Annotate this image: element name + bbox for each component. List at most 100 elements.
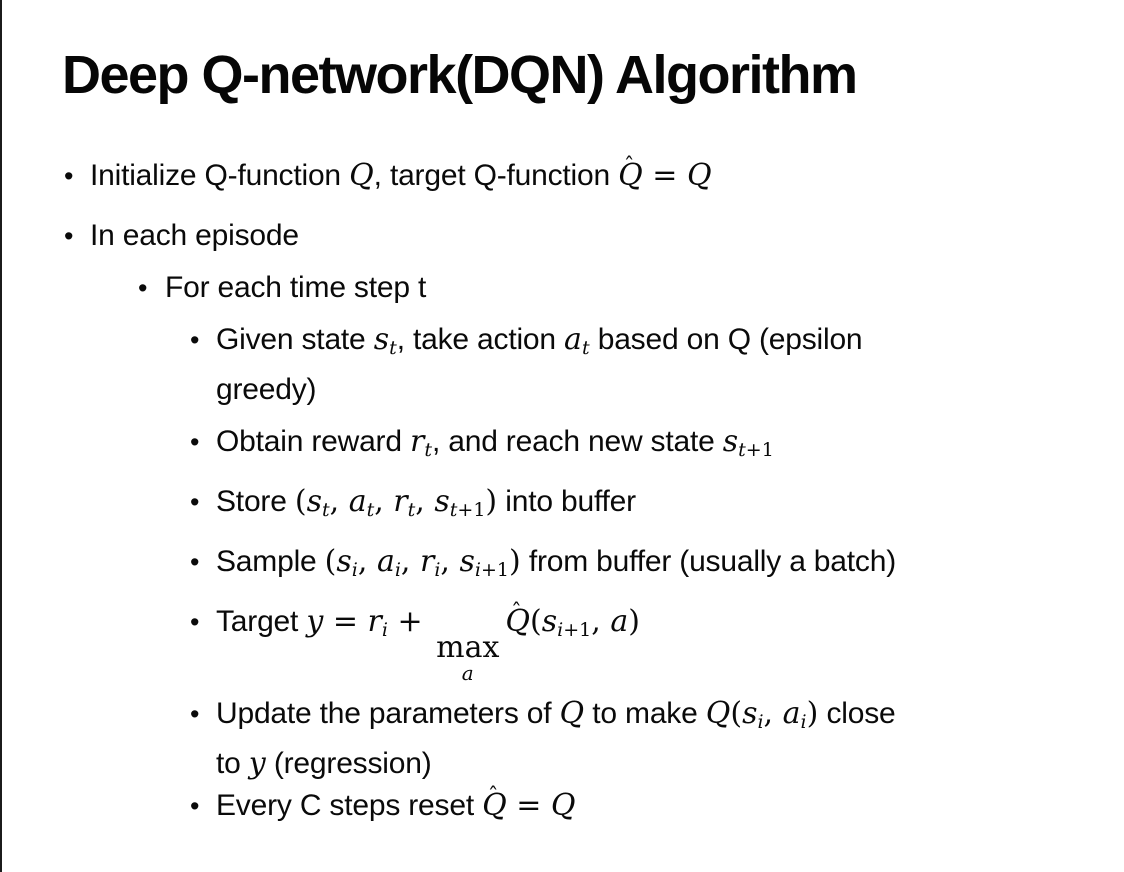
math-segment: t [581, 337, 590, 359]
math-segment: ) [508, 544, 521, 579]
bullet-line: to y (regression) [216, 743, 1124, 785]
bullet-item: •Given state st, take action at based on… [0, 319, 1124, 411]
math-segment: s [373, 322, 390, 357]
math-letter: Q [505, 604, 531, 639]
math-segment: ) [806, 696, 819, 731]
math-segment: + [387, 604, 433, 639]
text-segment: For each time step t [165, 271, 427, 304]
bullet-line: •Given state st, take action at based on… [190, 319, 1124, 369]
bullet-marker-icon: • [190, 607, 200, 637]
math-segment: , [591, 604, 611, 639]
math-segment: , [329, 484, 349, 519]
math-segment: r [409, 424, 425, 459]
max-operator-label: max [436, 630, 500, 665]
bullet-item: •Obtain reward rt, and reach new state s… [0, 421, 1124, 471]
bullet-line: •Obtain reward rt, and reach new state s… [190, 421, 1124, 471]
bullet-marker-icon: • [190, 547, 200, 577]
bullet-line: •Sample (si, ai, ri, si+1) from buffer (… [190, 541, 1124, 591]
text-segment: In each episode [90, 219, 299, 252]
bullet-item: • In each episode [0, 215, 1124, 257]
text-segment: Initialize Q-function [90, 159, 350, 192]
math-segment: s [336, 544, 352, 579]
bullet-line: • For each time step t [138, 267, 1124, 309]
math-segment: i [394, 559, 401, 581]
text-segment: (regression) [265, 747, 432, 780]
math-segment: s [742, 696, 758, 731]
bullet-line: •Update the parameters of Q to make Q(si… [190, 693, 1124, 743]
math-segment: s [434, 484, 450, 519]
math-segment: t [407, 499, 416, 521]
math-segment: i [351, 559, 358, 581]
math-segment: t [321, 499, 330, 521]
math-segment: s [459, 544, 475, 579]
math-segment: r [393, 484, 408, 519]
math-segment: i [381, 619, 388, 641]
bullet-marker-icon: • [190, 487, 200, 517]
text-segment: , target Q-function [373, 159, 619, 192]
bullet-line: • In each episode [64, 215, 1124, 257]
math-letter: Q [618, 158, 643, 193]
math-segment: t [738, 439, 746, 461]
math-segment: a [782, 696, 801, 731]
bullet-item: • For each time step t [0, 267, 1124, 309]
bullet-list: •Initialize Q-function Q, target Q-funct… [0, 153, 1124, 827]
text-segment: Update the parameters of [216, 697, 560, 730]
text-segment: close [818, 697, 896, 730]
math-segment: a [610, 604, 629, 639]
bullet-marker-icon: • [64, 221, 74, 251]
math-segment: ( [530, 604, 542, 639]
text-segment: based on Q (epsilon [589, 323, 863, 356]
text-segment: Store [216, 485, 295, 518]
math-segment: +1 [480, 559, 509, 581]
math-segment: s [541, 604, 558, 639]
bullet-marker-icon: • [190, 791, 200, 821]
math-segment: r [367, 604, 382, 639]
math-segment: a [564, 322, 582, 357]
math-segment: ) [485, 484, 498, 519]
text-segment: Every C steps reset [216, 789, 483, 822]
text-segment: to [216, 747, 249, 780]
math-segment: a [376, 544, 395, 579]
bullet-marker-icon: • [190, 427, 200, 457]
text-segment: , and reach new state [431, 425, 723, 458]
bullet-marker-icon: • [64, 161, 74, 191]
math-segment: t [449, 499, 458, 521]
math-segment: i [474, 559, 481, 581]
math-segment: , [440, 544, 460, 579]
math-segment: Q [550, 788, 576, 823]
slide-title: Deep Q-network(DQN) Algorithm [62, 45, 858, 105]
text-segment: from buffer (usually a batch) [520, 545, 896, 578]
bullet-item: • Initialize Q-function Q, target Q-funct… [0, 153, 1124, 197]
bullet-item: •Store (st, at, rt, st+1) into buffer [0, 481, 1124, 531]
math-segment: , [763, 696, 783, 731]
math-segment: Q [349, 158, 374, 193]
hat-accent-icon: ˆ [623, 153, 635, 179]
math-segment: r [419, 544, 435, 579]
math-segment: s [722, 424, 739, 459]
slide-left-border [0, 0, 2, 872]
math-segment: +1 [457, 499, 486, 521]
math-segment: i [434, 559, 441, 581]
text-segment: Sample [216, 545, 325, 578]
math-segment: ( [294, 484, 307, 519]
math-segment: t [366, 499, 375, 521]
bullet-line: • Initialize Q-function Q, target Q-funct… [64, 153, 1124, 197]
bullet-line: greedy) [216, 369, 1124, 411]
hat-accent-icon: ˆ [511, 599, 522, 625]
math-segment: , [415, 484, 435, 519]
bullet-line: •Store (st, at, rt, st+1) into buffer [190, 481, 1124, 531]
text-segment: greedy) [216, 373, 317, 406]
math-segment: s [306, 484, 322, 519]
math-segment: ) [628, 604, 640, 639]
bullet-marker-icon: • [138, 273, 148, 303]
max-operator-subscript: a [461, 661, 474, 685]
math-segment: ( [324, 544, 337, 579]
math-segment: i [800, 711, 807, 733]
bullet-item: •Update the parameters of Q to make Q(si… [0, 693, 1124, 785]
bullet-marker-icon: • [190, 699, 200, 729]
text-segment: to make [584, 697, 706, 730]
text-segment: , take action [396, 323, 565, 356]
